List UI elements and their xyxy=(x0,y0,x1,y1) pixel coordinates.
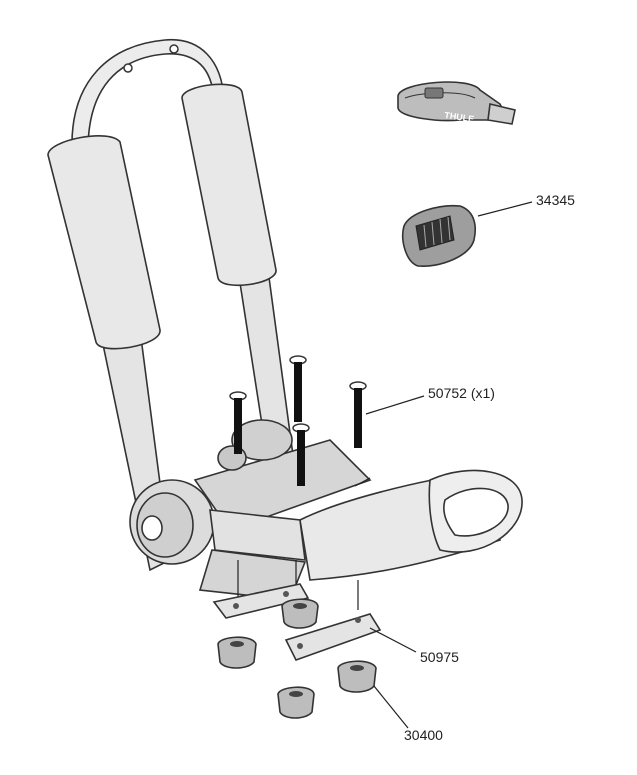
base-plate-right xyxy=(284,613,382,661)
label-50975: 50975 xyxy=(420,649,459,665)
knob-2 xyxy=(281,598,319,629)
hinge-assembly xyxy=(129,419,372,565)
leader-30400 xyxy=(373,685,409,729)
base-saddle xyxy=(198,469,523,601)
bolt-4 xyxy=(292,423,310,486)
knob-3 xyxy=(277,686,315,719)
strap: THULE xyxy=(397,81,516,125)
foam-pad-right xyxy=(181,83,277,287)
base-plate-left xyxy=(212,583,310,619)
label-50752: 50752 (x1) xyxy=(428,385,495,401)
foam-pad-left xyxy=(47,134,161,350)
label-34345: 34345 xyxy=(536,192,575,208)
leader-50975 xyxy=(369,627,417,653)
strap-brand-text: THULE xyxy=(444,110,475,124)
bolt-1 xyxy=(229,391,247,454)
bolt-2 xyxy=(289,355,307,422)
leader-50752 xyxy=(365,395,425,415)
knob-1 xyxy=(217,636,257,669)
buckle-cover-34345 xyxy=(402,204,476,267)
bolt-3 xyxy=(349,381,367,448)
leader-34345 xyxy=(477,201,533,217)
label-30400: 30400 xyxy=(404,727,443,743)
knob-4 xyxy=(337,660,377,693)
